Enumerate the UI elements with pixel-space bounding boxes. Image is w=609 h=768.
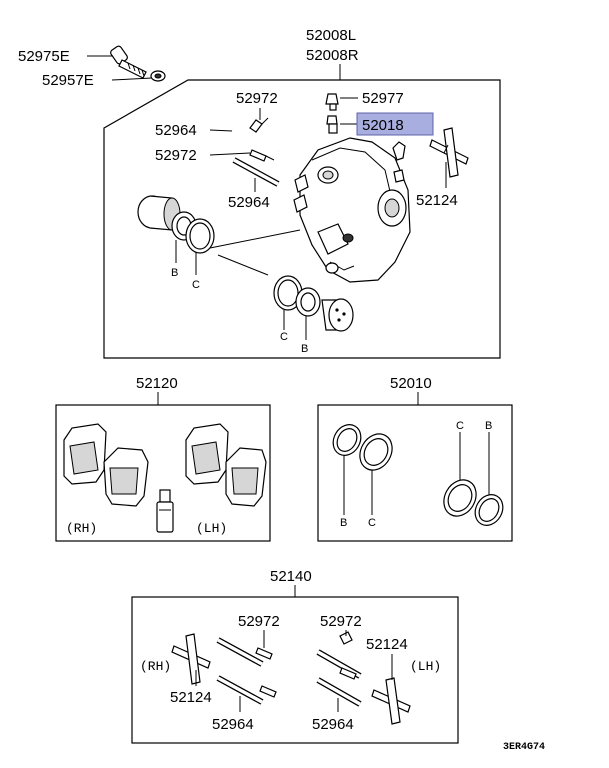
brake-pad-rh-outer[interactable] [103,447,149,507]
letter-b-4: B [485,420,492,432]
label-52008L[interactable]: 52008L [306,27,356,44]
highlight-52018 [356,112,434,136]
letter-c-3: C [368,517,376,529]
label-52972-a[interactable]: 52972 [236,90,278,107]
brake-pad-lh-inner[interactable] [185,423,229,485]
side-label-lh-1: (LH) [196,521,227,536]
leader-52957E [111,77,153,81]
pad-spring-52124[interactable] [429,127,469,178]
label-52010[interactable]: 52010 [390,375,432,392]
label-52964-d[interactable]: 52964 [312,716,354,733]
seal-c-kit-left[interactable] [354,428,399,476]
guide-pin-rh-lower[interactable] [216,675,264,705]
label-52964-b[interactable]: 52964 [228,194,270,211]
letter-c-4: C [456,420,464,432]
letter-b-3: B [340,517,347,529]
brake-pad-rh-inner[interactable] [63,423,107,485]
boot-52972-lower[interactable] [249,149,275,162]
guide-pin-52964-lower[interactable] [232,157,280,187]
guide-pin-lh-upper[interactable] [316,649,362,679]
boot-b-kit-left[interactable] [328,420,367,461]
letter-b-1: B [171,267,178,279]
side-label-lh-2: (LH) [410,659,441,674]
piston-lower[interactable] [321,298,354,332]
guide-pin-52964-upper[interactable] [231,128,279,153]
guide-pin-lh-lower[interactable] [316,677,362,707]
pad-spring-rh[interactable] [171,633,211,685]
label-52977[interactable]: 52977 [362,90,404,107]
pad-spring-lh[interactable] [371,677,411,725]
washer-52957E[interactable] [150,70,166,82]
pad-kit-box [55,404,271,542]
label-52018[interactable]: 52018 [362,117,404,134]
letter-c-1: C [192,279,200,291]
boot-b-lower[interactable] [295,287,321,317]
label-52964-a[interactable]: 52964 [155,122,197,139]
label-52957E[interactable]: 52957E [42,72,94,89]
side-label-rh-2: (RH) [140,659,171,674]
boot-52972-upper[interactable] [249,117,269,133]
boot-lh-lower[interactable] [339,667,357,680]
boot-rh-upper[interactable] [255,647,273,660]
label-52008R[interactable]: 52008R [306,47,359,64]
boot-b-kit-right[interactable] [470,490,509,531]
caliper-body[interactable] [293,137,411,283]
bleeder-cap-52977[interactable] [325,93,339,111]
label-52124-b[interactable]: 52124 [170,689,212,706]
label-52972-c[interactable]: 52972 [238,613,280,630]
letter-b-2: B [301,343,308,355]
label-52140[interactable]: 52140 [270,568,312,585]
bolt-52975E[interactable] [109,45,147,79]
label-52964-c[interactable]: 52964 [212,716,254,733]
label-52120[interactable]: 52120 [136,375,178,392]
guide-pin-rh-upper[interactable] [216,637,264,667]
seal-c-kit-right[interactable] [438,474,483,522]
bleeder-screw-52018[interactable] [326,115,338,134]
brake-pad-lh-outer[interactable] [225,447,267,507]
boot-rh-lower[interactable] [259,685,277,698]
caliper-assembly-box [103,79,501,359]
diagram-code: 3ER4G74 [503,742,545,753]
side-label-rh-1: (RH) [66,521,97,536]
seal-kit-box [317,404,513,542]
label-52972-b[interactable]: 52972 [155,147,197,164]
label-52124-c[interactable]: 52124 [366,636,408,653]
label-52972-d[interactable]: 52972 [320,613,362,630]
hardware-kit-box [131,596,459,744]
grease-tube[interactable] [156,489,174,533]
label-52975E[interactable]: 52975E [18,48,70,65]
boot-lh-upper[interactable] [339,631,353,645]
label-52124-a[interactable]: 52124 [416,192,458,209]
letter-c-2: C [280,331,288,343]
seal-c-upper[interactable] [185,218,215,254]
